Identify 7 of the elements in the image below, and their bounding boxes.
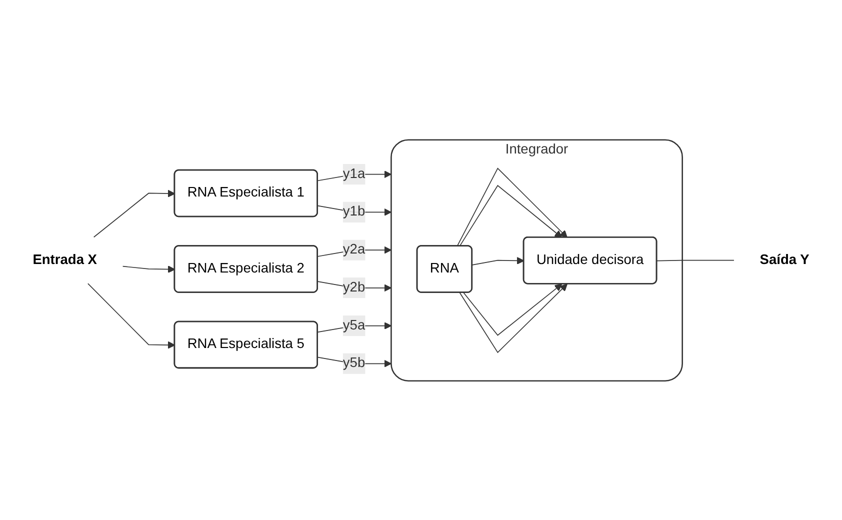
- process-box: RNA: [416, 244, 473, 292]
- process-box: RNA Especialista 2: [174, 244, 318, 292]
- text-label: Saída Y: [760, 252, 810, 267]
- process-box: RNA Especialista 1: [174, 168, 318, 217]
- text-label: Entrada X: [32, 252, 97, 267]
- process-box: Unidade decisora: [522, 236, 658, 284]
- process-box: RNA Especialista 5: [174, 320, 318, 368]
